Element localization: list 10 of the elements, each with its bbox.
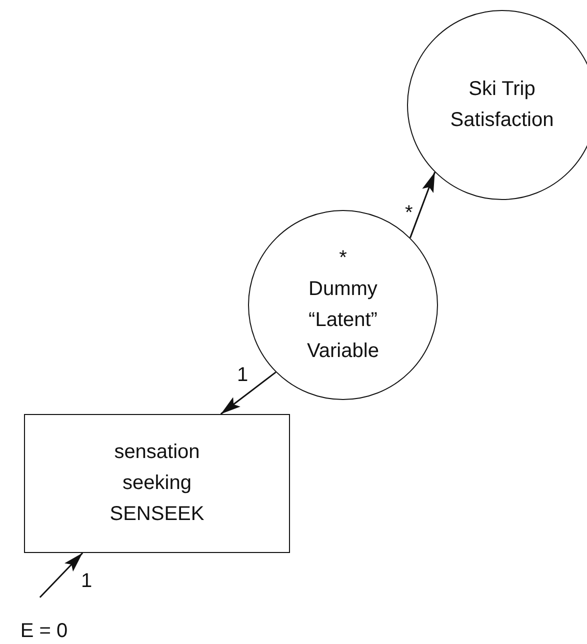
arrow [220, 372, 276, 415]
arrow [39, 552, 84, 598]
node-label: sensation seeking SENSEEK [108, 440, 206, 527]
arrow [409, 172, 436, 238]
asterisk-mark: * [338, 246, 348, 271]
error-term-label: E = 0 [10, 619, 78, 643]
node-label: Ski Trip Satisfaction [449, 77, 555, 133]
variable-box [24, 414, 290, 553]
construct-circle [407, 10, 587, 200]
node-label: Dummy “Latent” Variable [306, 277, 380, 364]
